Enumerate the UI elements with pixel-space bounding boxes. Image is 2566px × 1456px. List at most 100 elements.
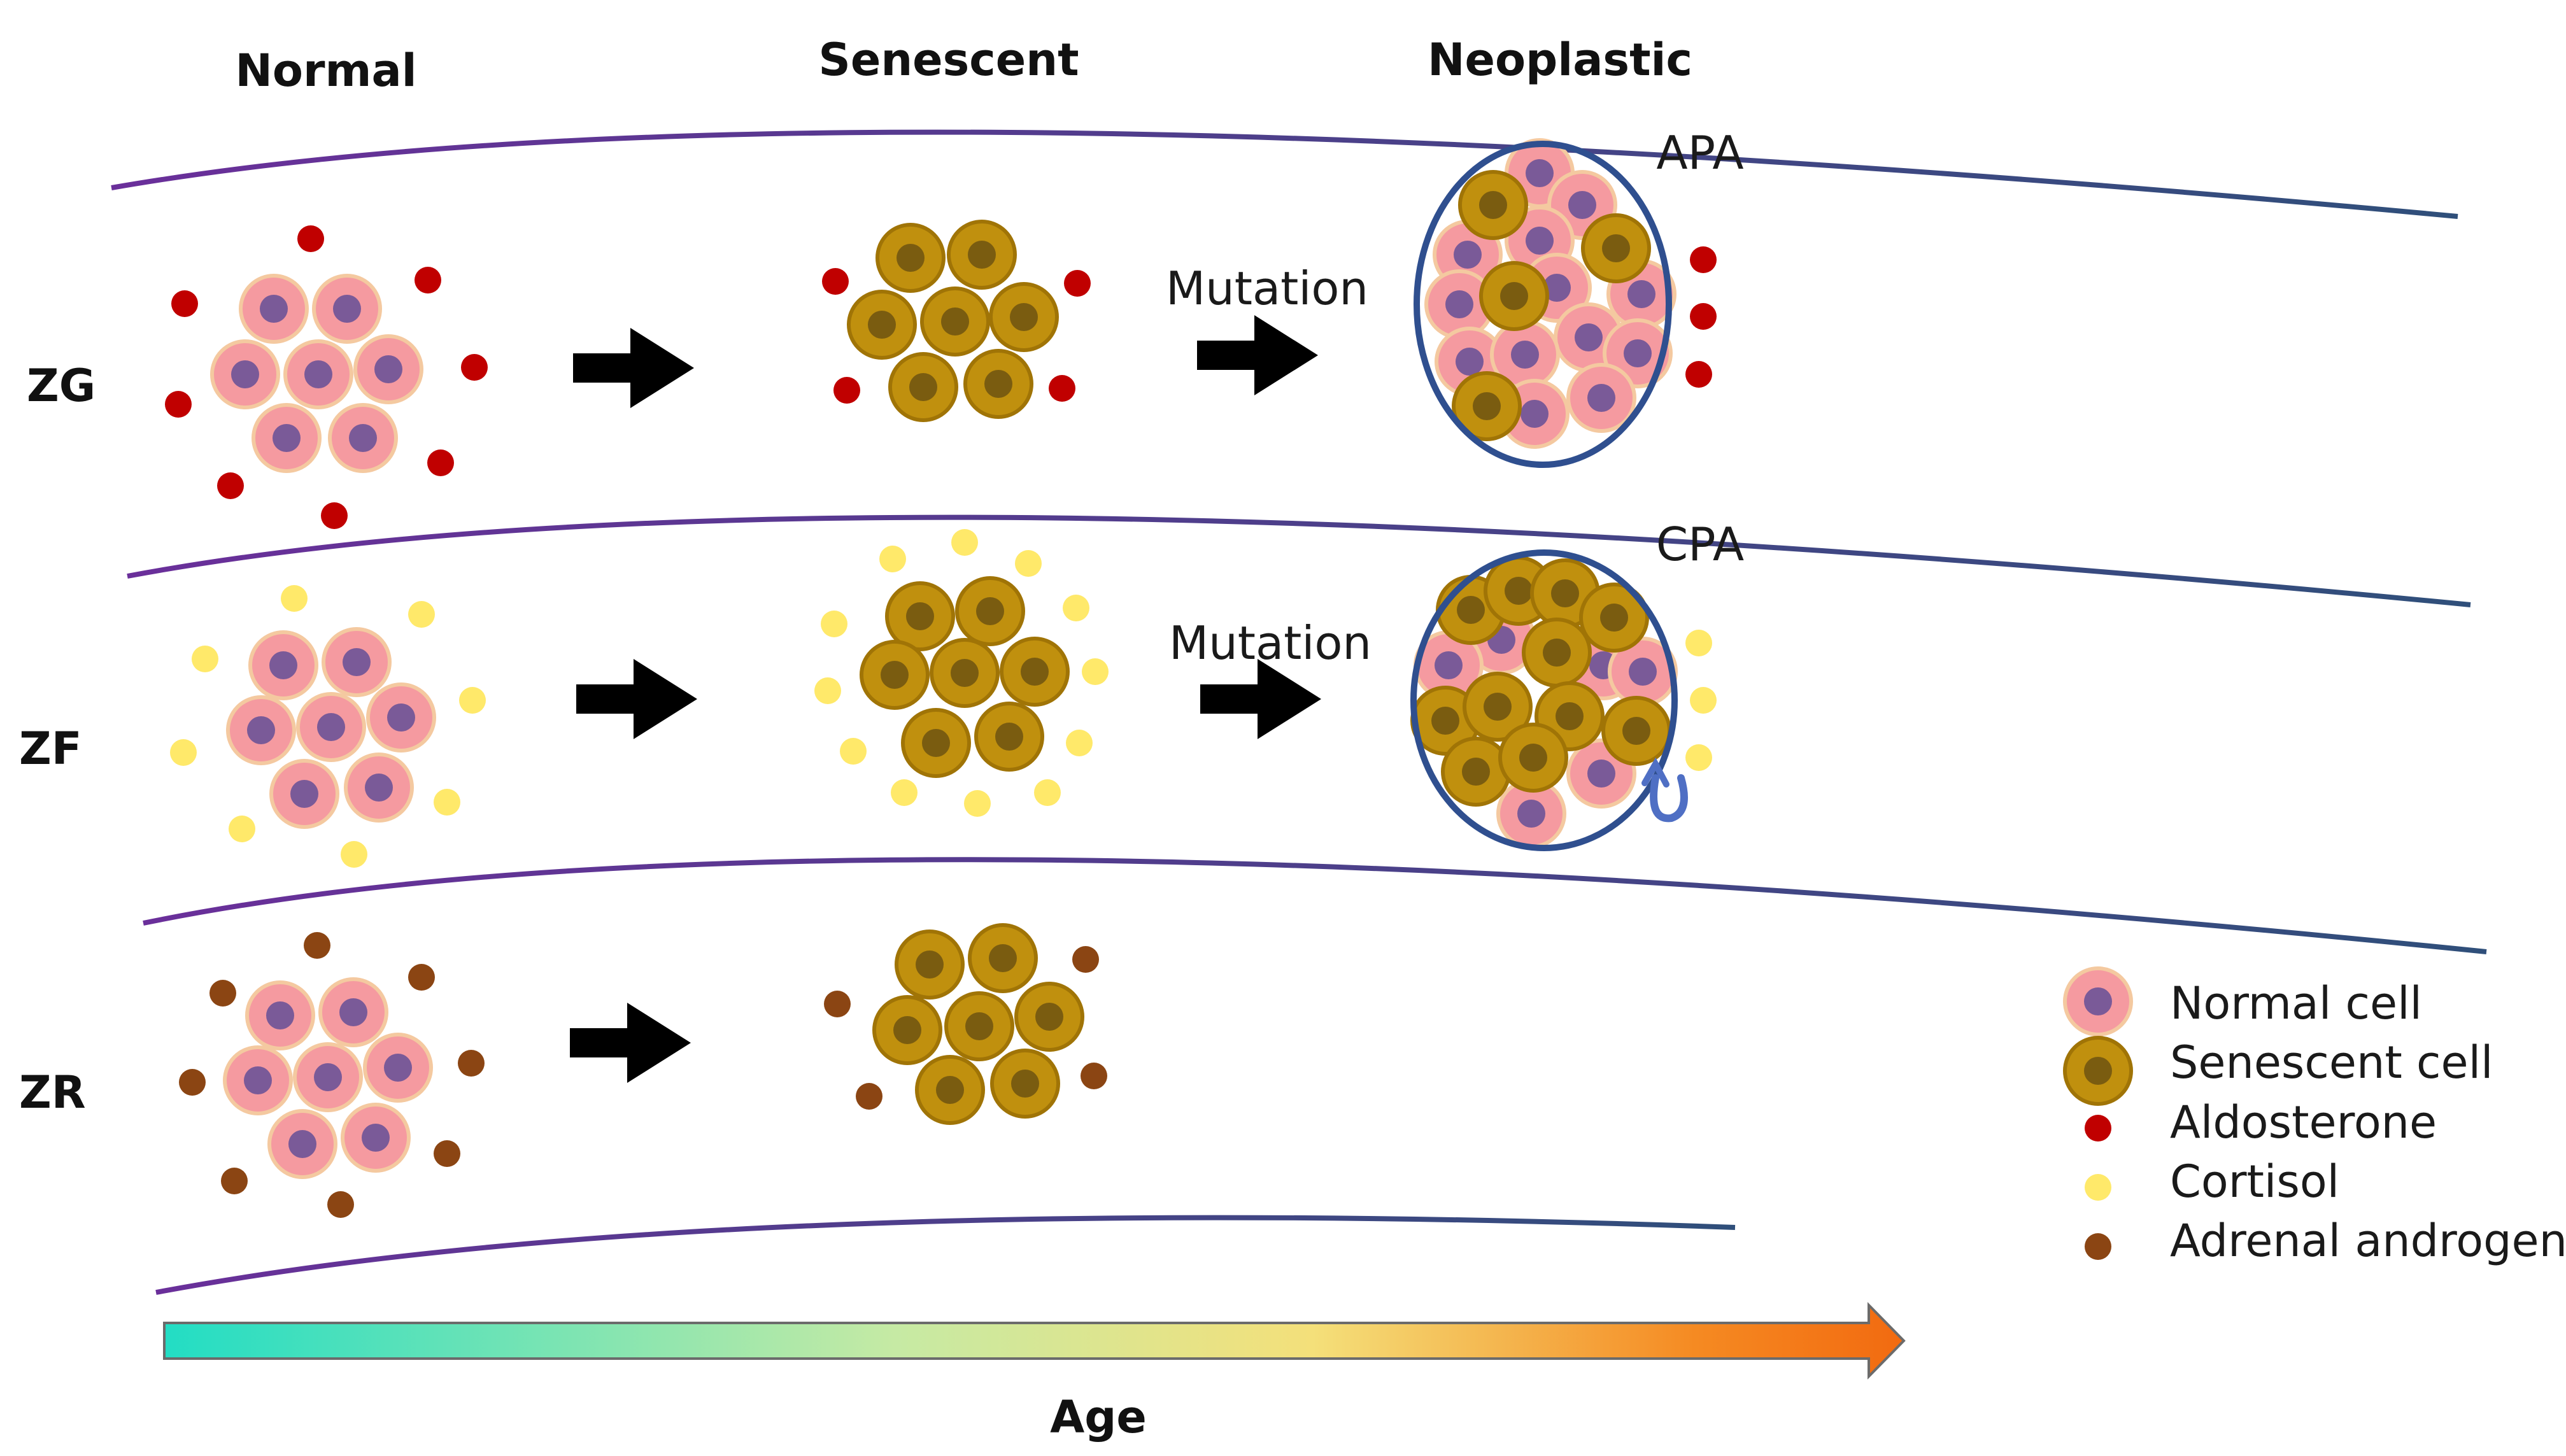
cortisol-molecule [192, 646, 218, 672]
normal-cell [248, 630, 318, 700]
legend-label-cortisol: Cortisol [2170, 1156, 2339, 1208]
tumor-label-cpa: CPA [1656, 518, 1744, 571]
cortisol-molecule [281, 585, 308, 612]
normal-cell [1566, 363, 1636, 433]
aldosterone-molecule [217, 472, 244, 499]
normal-cell [363, 1033, 433, 1103]
stage-title-senescent: Senescent [818, 34, 1079, 86]
senescent-cell [888, 352, 958, 422]
arrow-zg-senescent-to-neoplastic [1197, 315, 1318, 395]
senescent-cell [974, 702, 1044, 772]
stage-title-normal: Normal [235, 45, 416, 97]
growth-loop-arrowhead [1641, 757, 1669, 788]
senescent-cell [1601, 696, 1671, 766]
cortisol-molecule [408, 601, 435, 628]
senescent-cell [930, 638, 1000, 708]
normal-cell [293, 1042, 363, 1112]
cortisol-molecule [1685, 630, 1712, 656]
zone-label-zg: ZG [27, 360, 96, 412]
aldosterone-molecule [461, 354, 488, 381]
legend-senescent-cell-symbol [2063, 1036, 2133, 1106]
cortisol-molecule [1066, 730, 1093, 756]
aldosterone-molecule [415, 267, 441, 293]
aldosterone-molecule [165, 391, 192, 418]
normal-cell [226, 695, 296, 765]
senescent-cell [920, 286, 990, 357]
arrow-zg-normal-to-senescent [573, 328, 694, 408]
cortisol-molecule [821, 611, 847, 637]
zone-label-zf: ZF [19, 723, 82, 775]
cortisol-molecule [879, 546, 906, 572]
normal-cell [210, 339, 280, 409]
senescent-cell [1452, 371, 1522, 441]
normal-cell [1490, 320, 1560, 390]
legend-normal-cell-symbol [2063, 966, 2133, 1036]
senescent-cell [990, 1049, 1060, 1119]
cortisol-molecule [1082, 658, 1109, 685]
cortisol-molecule [964, 790, 991, 817]
zone-boundary-bottom [155, 1215, 1736, 1295]
senescent-cell [1463, 672, 1533, 742]
androgen-molecule [327, 1191, 354, 1218]
senescent-cell [1579, 583, 1649, 653]
senescent-cell [885, 581, 955, 651]
cortisol-molecule [840, 738, 867, 765]
androgen-molecule [304, 932, 330, 959]
senescent-cell [915, 1055, 985, 1125]
androgen-molecule [824, 991, 851, 1017]
androgen-molecule [408, 964, 435, 991]
aldosterone-molecule [1049, 375, 1075, 402]
zf-neoplastic-cluster [1410, 549, 1717, 851]
arrow-zr-normal-to-senescent [570, 1003, 691, 1083]
senescent-cell [1000, 637, 1070, 707]
senescent-cell [901, 708, 971, 778]
legend-cortisol-symbol [2085, 1174, 2111, 1201]
zg-neoplastic-cluster [1414, 138, 1717, 468]
progression-arrows [570, 315, 1321, 1083]
senescent-cell [860, 640, 930, 710]
age-gradient-arrow [163, 1302, 1906, 1380]
normal-cell [1608, 637, 1678, 707]
zone-boundary-zg-zf [127, 514, 2471, 607]
legend-symbols [2063, 966, 2133, 1260]
cortisol-molecule [891, 779, 918, 806]
senescent-cell [1498, 723, 1568, 793]
androgen-molecule [1081, 1063, 1107, 1089]
cortisol-molecule [1034, 779, 1061, 806]
senescent-cell [947, 220, 1017, 290]
zf-senescent-cluster [814, 529, 1109, 817]
cortisol-molecule [459, 687, 486, 714]
growth-loop-arrow [1650, 774, 1688, 823]
mutation-label-zg: Mutation [1166, 262, 1368, 315]
zone-boundary-zf-zr [143, 857, 2487, 954]
androgen-molecule [1072, 946, 1099, 973]
cortisol-molecule [1015, 550, 1042, 577]
senescent-cell [968, 923, 1038, 993]
normal-cell [322, 627, 392, 697]
normal-cell [344, 753, 414, 823]
arrow-zf-normal-to-senescent [576, 659, 697, 739]
senescent-cell [963, 349, 1033, 419]
cortisol-molecule [434, 789, 460, 816]
androgen-molecule [434, 1140, 460, 1167]
aldosterone-molecule [1685, 361, 1712, 388]
zr-senescent-cluster [824, 923, 1107, 1125]
zr-normal-cluster [179, 932, 485, 1218]
zone-boundaries [111, 129, 2487, 1295]
age-axis-label: Age [1050, 1391, 1147, 1443]
normal-cell [267, 1109, 337, 1179]
normal-cell [312, 274, 382, 344]
androgen-molecule [221, 1168, 248, 1194]
cortisol-molecule [1690, 687, 1717, 714]
normal-cell [318, 977, 388, 1047]
senescent-cell [944, 991, 1014, 1061]
zg-normal-cluster [165, 225, 488, 529]
senescent-cell [989, 282, 1059, 352]
mutation-label-zf: Mutation [1169, 616, 1372, 670]
zg-senescent-cluster [822, 220, 1091, 422]
legend: Normal cell Senescent cell Aldosterone C… [2063, 966, 2566, 1267]
legend-aldosterone-symbol [2085, 1115, 2111, 1141]
normal-cell [252, 403, 322, 473]
aldosterone-molecule [1690, 246, 1717, 273]
stage-title-neoplastic: Neoplastic [1428, 34, 1692, 86]
